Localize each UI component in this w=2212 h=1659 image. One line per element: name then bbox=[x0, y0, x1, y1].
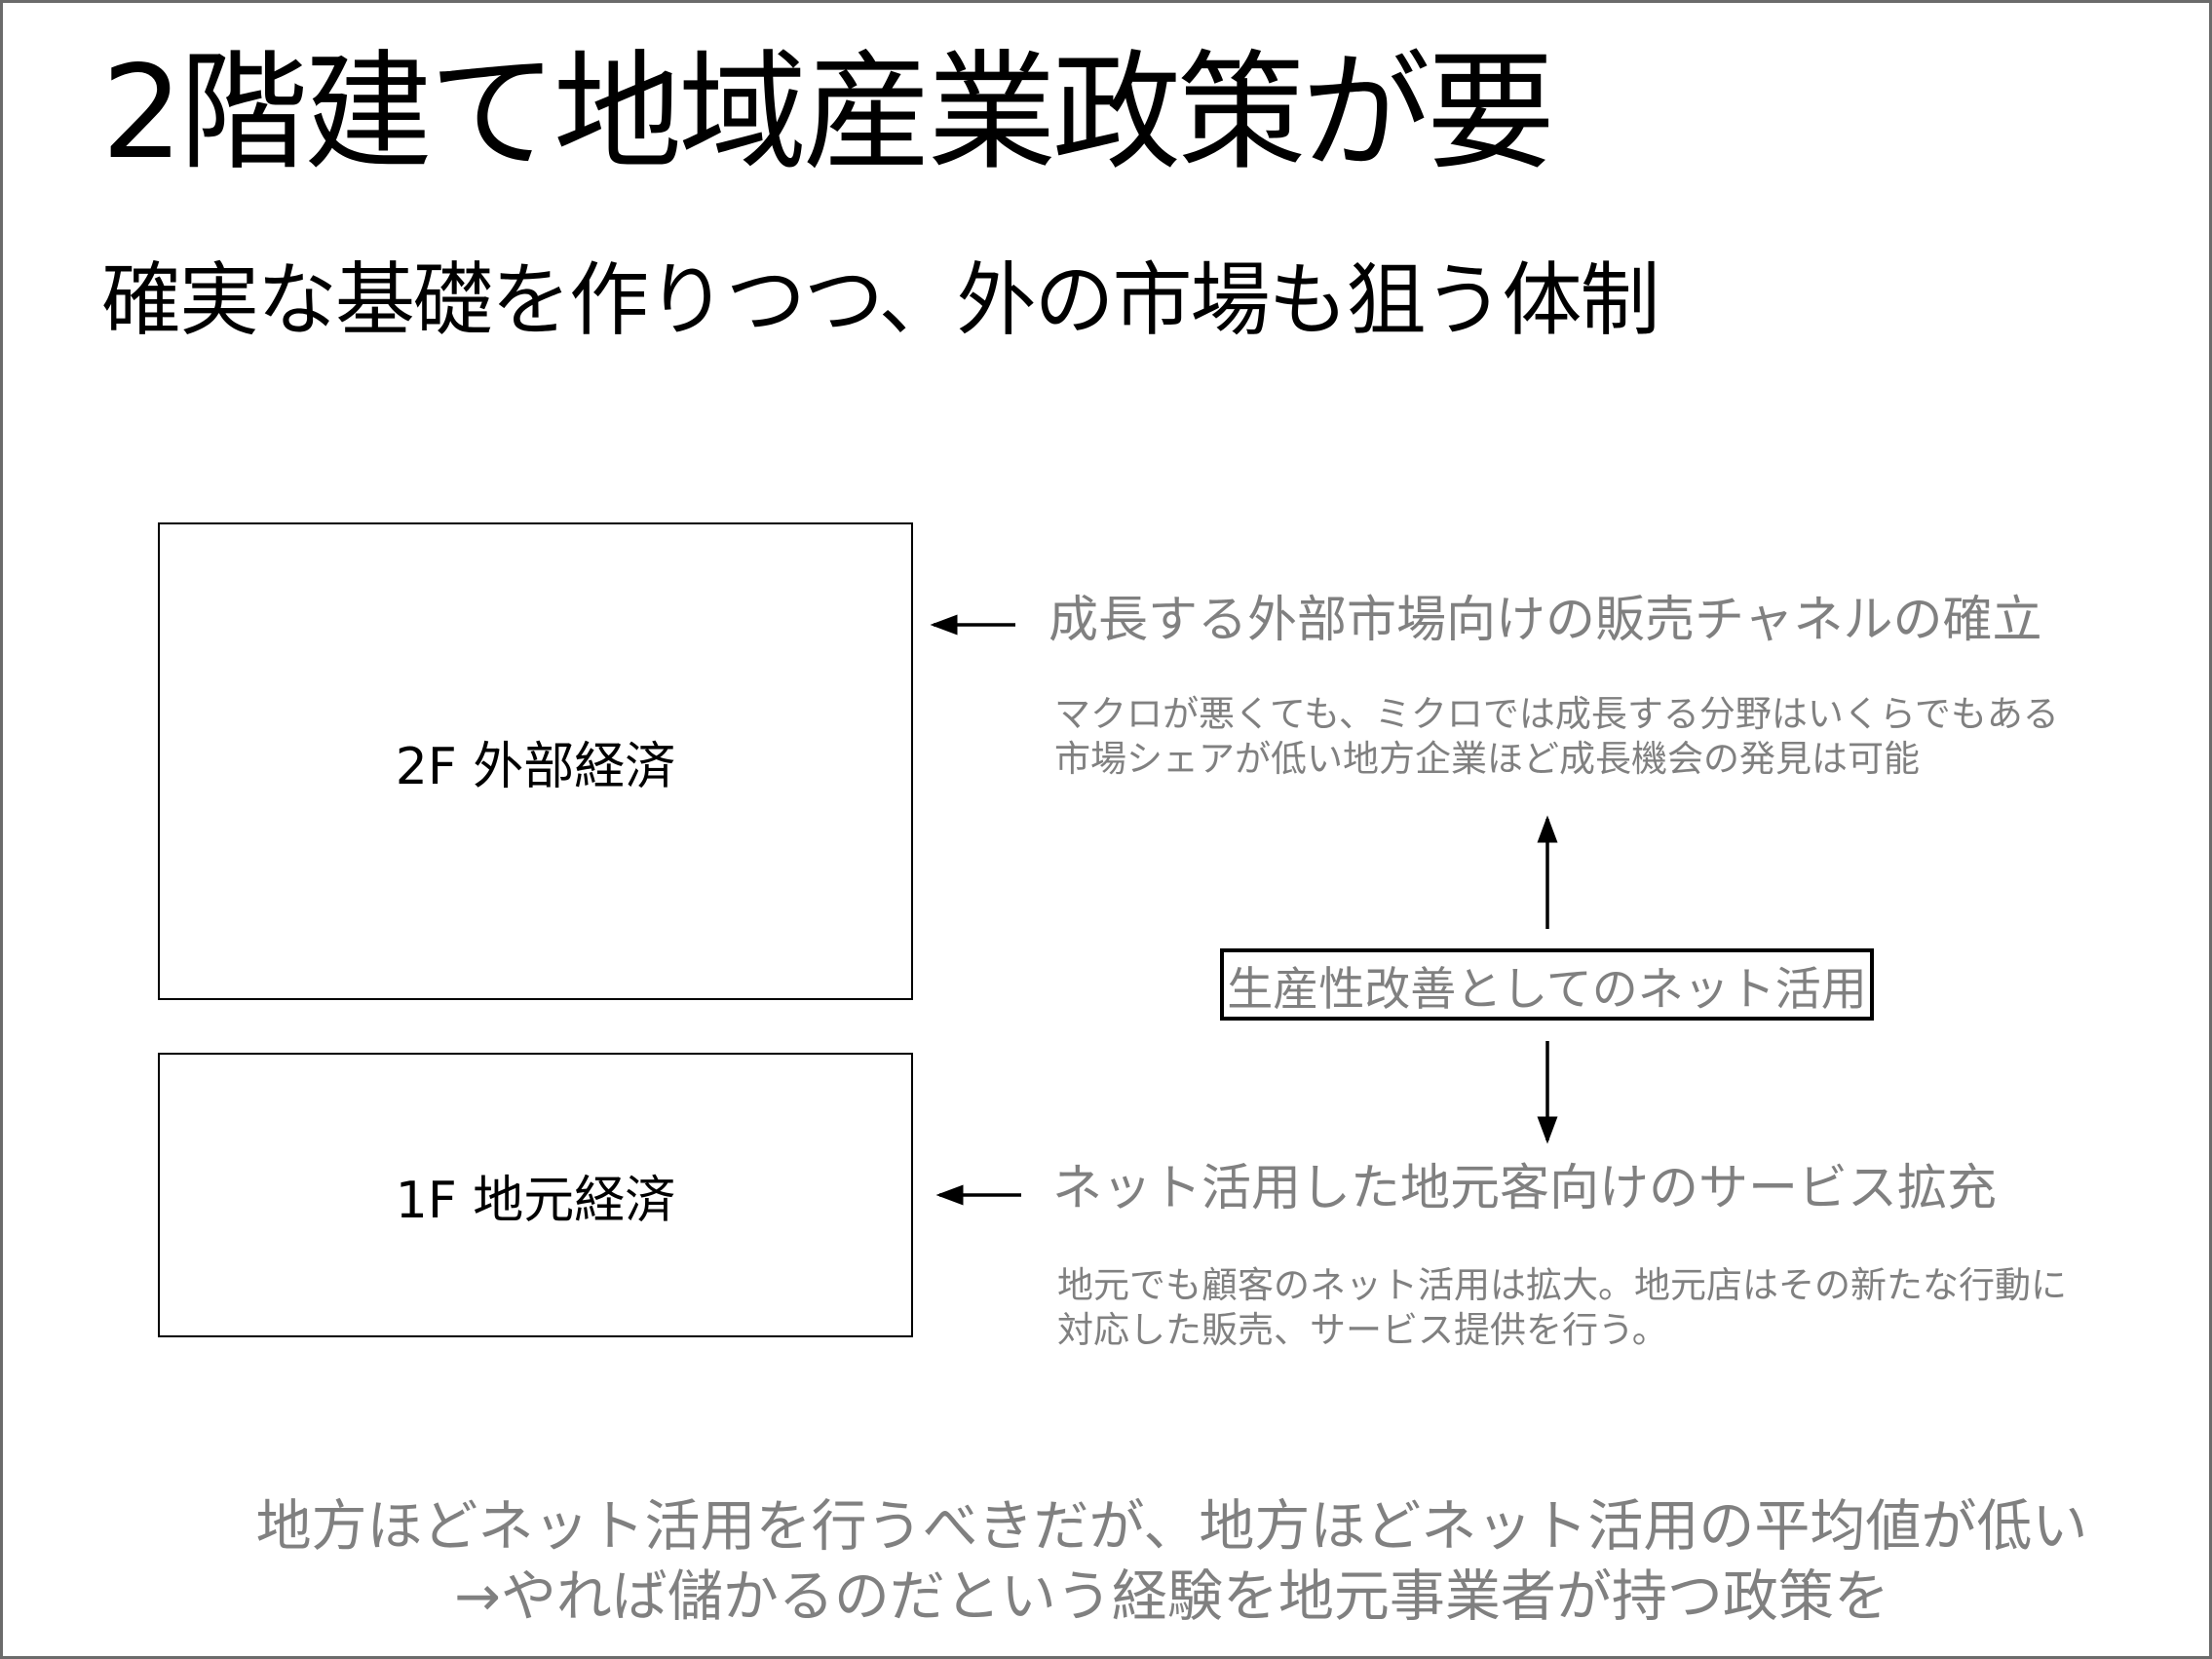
floor-1f-box: 1F 地元経済 bbox=[158, 1053, 913, 1337]
conclusion-line: 地方ほどネット活用を行うべきだが、地方ほどネット活用の平均値が低い bbox=[255, 1494, 2088, 1559]
upper-heading: 成長する外部市場向けの販売チャネルの確立 bbox=[1049, 592, 2042, 649]
lower-description-line: 対応した販売、サービス提供を行う。 bbox=[1057, 1309, 1668, 1351]
center-label-box: 生産性改善としてのネット活用 bbox=[1220, 948, 1874, 1021]
center-label: 生産性改善としてのネット活用 bbox=[1227, 962, 1867, 1017]
lower-description: 地元でも顧客のネット活用は拡大。地元店はその新たな行動に 対応した販売、サービス… bbox=[1057, 1263, 2067, 1353]
slide-title: 2階建て地域産業政策が要 bbox=[101, 38, 1555, 188]
upper-description-line: マクロが悪くても、ミクロでは成長する分野はいくらでもある bbox=[1054, 693, 2059, 735]
lower-description-line: 地元でも顧客のネット活用は拡大。地元店はその新たな行動に bbox=[1057, 1264, 2067, 1306]
upper-description: マクロが悪くても、ミクロでは成長する分野はいくらでもある 市場シェアが低い地方企… bbox=[1054, 692, 2059, 782]
floor-1f-label: 1F 地元経済 bbox=[395, 1171, 676, 1230]
conclusion: 地方ほどネット活用を行うべきだが、地方ほどネット活用の平均値が低い →やれば儲か… bbox=[0, 1491, 2212, 1632]
upper-description-line: 市場シェアが低い地方企業ほど成長機会の発見は可能 bbox=[1054, 738, 1920, 780]
floor-2f-label: 2F 外部経済 bbox=[395, 737, 676, 796]
slide-subtitle: 確実な基礎を作りつつ、外の市場も狙う体制 bbox=[101, 254, 1660, 347]
lower-heading: ネット活用した地元客向けのサービス拡充 bbox=[1052, 1160, 1998, 1217]
conclusion-line: →やれば儲かるのだという経験を地元事業者が持つ政策を bbox=[454, 1564, 1889, 1629]
floor-2f-box: 2F 外部経済 bbox=[158, 522, 913, 1000]
